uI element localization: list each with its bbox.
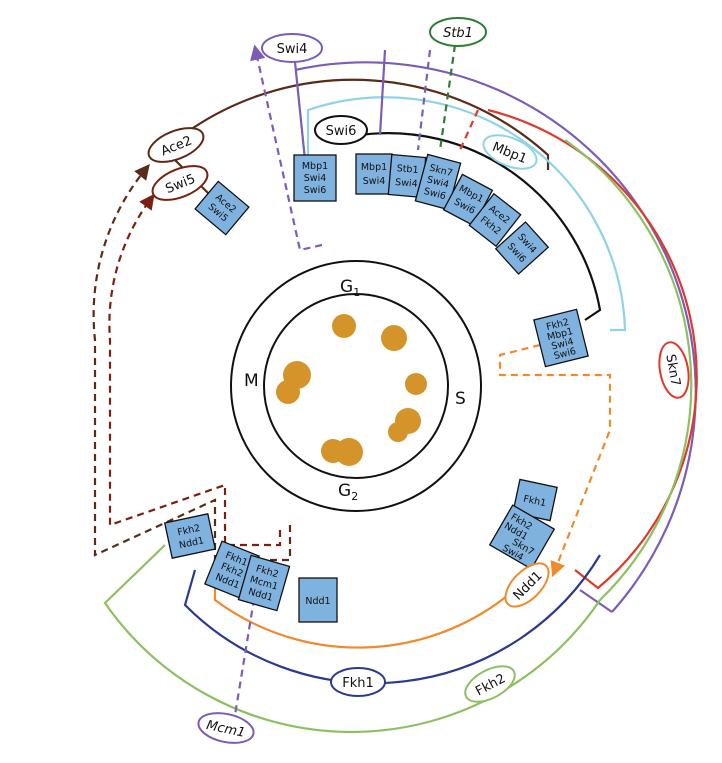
box-ace2-fkh2: Ace2 Fkh2 bbox=[468, 192, 522, 248]
box-ndd1: Ndd1 bbox=[298, 577, 338, 623]
stb1-dashed bbox=[438, 44, 457, 151]
promoter-boxes: Ace2 Swi5 Mbp1 Swi4 Swi6 Mbp1 Swi4 Stb1 … bbox=[163, 153, 589, 623]
label-skn7: Skn7 bbox=[658, 341, 690, 399]
mbp1-arc bbox=[306, 96, 627, 332]
swi4-arc-end bbox=[579, 589, 613, 613]
svg-text:Swi4: Swi4 bbox=[550, 336, 574, 352]
label-mbp1: Mbp1 bbox=[482, 134, 538, 170]
cell-cycle-rings: G1 S G2 M bbox=[230, 260, 482, 512]
factor-labels: Swi4 Stb1 Ace2 Swi5 Swi6 Mbp1 Skn7 Ndd1 bbox=[147, 17, 690, 744]
svg-text:Stb1: Stb1 bbox=[396, 163, 419, 176]
box-mbp1-swi4-swi6: Mbp1 Swi4 Swi6 bbox=[293, 154, 337, 202]
fkh1-arc bbox=[183, 554, 601, 685]
svg-text:Fkh2: Fkh2 bbox=[545, 317, 570, 333]
dots bbox=[276, 314, 427, 466]
ace2-dashed bbox=[92, 164, 292, 562]
svg-text:Mbp1: Mbp1 bbox=[361, 162, 387, 173]
regulatory-arcs bbox=[92, 44, 698, 734]
box-fkh2-ndd1-skn7-swi4: Fkh2 Ndd1 Skn7 Swi4 bbox=[488, 504, 556, 570]
svg-text:Swi4: Swi4 bbox=[304, 173, 326, 184]
svg-text:Ndd1: Ndd1 bbox=[305, 596, 330, 607]
label-swi4-top: Swi4 bbox=[261, 33, 323, 63]
box-fkh2-ndd1: Fkh2 Ndd1 bbox=[163, 513, 217, 559]
inner-ring bbox=[263, 293, 449, 479]
swi4-conn-b bbox=[378, 49, 387, 136]
svg-text:Swi6: Swi6 bbox=[553, 346, 577, 362]
box-fkh1: Fkh1 bbox=[512, 478, 558, 522]
fkh2-lower-arc bbox=[103, 544, 601, 734]
box-stb1-swi4: Stb1 Swi4 bbox=[387, 153, 427, 199]
label-ace2: Ace2 bbox=[147, 127, 205, 163]
box-ace2-swi5: Ace2 Swi5 bbox=[194, 180, 250, 236]
svg-text:Fkh1: Fkh1 bbox=[522, 494, 547, 510]
phase-g2: G2 bbox=[338, 481, 358, 503]
phase-s: S bbox=[455, 389, 466, 409]
outer-ring bbox=[230, 260, 482, 512]
label-swi6: Swi6 bbox=[314, 115, 368, 145]
box-fkh2-mbp1-swi4-swi6: Fkh2 Mbp1 Swi4 Swi6 bbox=[533, 308, 589, 368]
swi4-dashed-2 bbox=[416, 49, 432, 151]
ace2-arc bbox=[189, 78, 550, 170]
swi5-dashed bbox=[108, 193, 282, 547]
fkh2-arc bbox=[564, 139, 693, 601]
swi4-connector bbox=[293, 61, 307, 161]
box-fkh2-mcm1-ndd1: Fkh2 Mcm1 Ndd1 bbox=[237, 554, 291, 612]
swi4-dashed bbox=[250, 44, 323, 252]
box-swi4-swi6: Swi4 Swi6 bbox=[494, 221, 550, 275]
box-mbp1-swi4: Mbp1 Swi4 bbox=[355, 153, 393, 195]
svg-text:Swi4: Swi4 bbox=[277, 42, 308, 57]
phase-g1: G1 bbox=[340, 277, 360, 299]
swi6-arc bbox=[359, 132, 602, 321]
box-skn7-swi4-swi6: Skn7 Swi4 Swi6 bbox=[414, 153, 462, 211]
svg-text:Skn7: Skn7 bbox=[662, 353, 682, 387]
label-fkh1: Fkh1 bbox=[330, 667, 386, 697]
ndd1-arc bbox=[213, 570, 521, 649]
svg-text:Ndd1: Ndd1 bbox=[178, 535, 205, 551]
label-stb1: Stb1 bbox=[429, 17, 487, 47]
svg-text:Swi4: Swi4 bbox=[395, 177, 418, 190]
label-mcm1: Mcm1 bbox=[197, 712, 255, 744]
svg-text:Swi6: Swi6 bbox=[326, 124, 357, 139]
svg-text:Fkh2: Fkh2 bbox=[176, 523, 201, 539]
skn7-dashed bbox=[458, 109, 480, 151]
label-fkh2: Fkh2 bbox=[464, 665, 516, 703]
svg-text:Swi6: Swi6 bbox=[304, 185, 326, 196]
svg-text:Fkh1: Fkh1 bbox=[342, 676, 374, 691]
svg-text:Swi4: Swi4 bbox=[363, 176, 385, 187]
phase-m: M bbox=[244, 371, 259, 391]
svg-text:Mbp1: Mbp1 bbox=[302, 161, 328, 172]
svg-text:Stb1: Stb1 bbox=[443, 26, 473, 41]
label-swi5: Swi5 bbox=[151, 165, 209, 201]
